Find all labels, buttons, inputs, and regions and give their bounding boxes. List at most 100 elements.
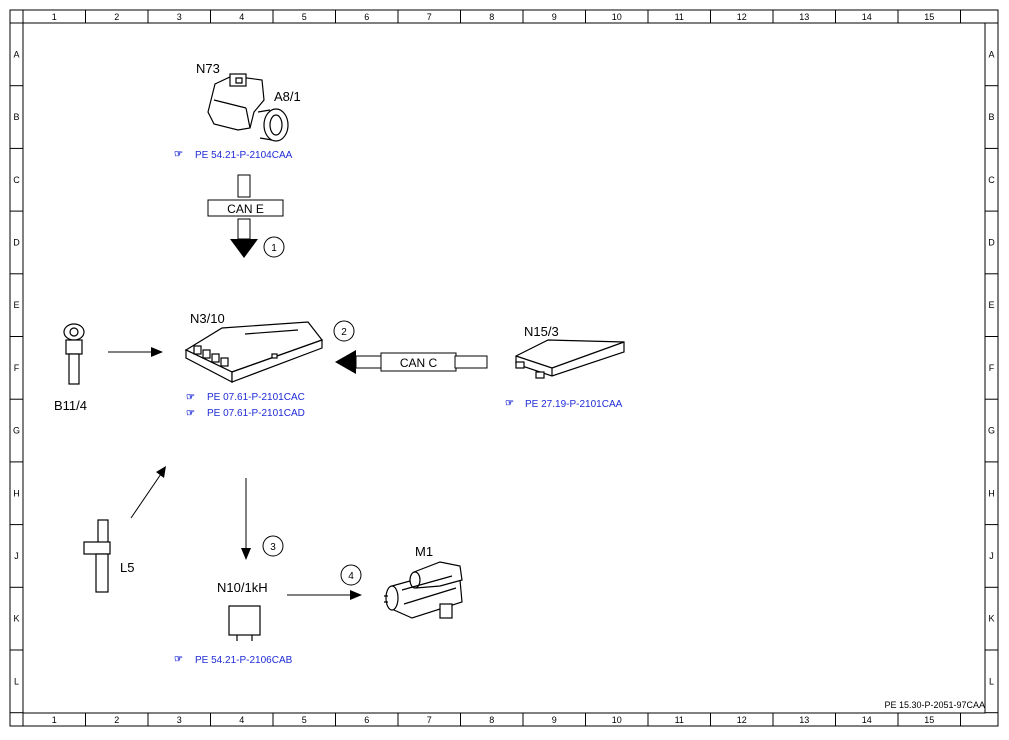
n10-1kh-ref[interactable]: PE 54.21-P-2106CAB: [195, 655, 293, 666]
starter-m1: M1: [384, 544, 463, 619]
can-e-arrow-icon: [230, 239, 258, 258]
step-3-label: 3: [270, 542, 276, 553]
row-letter: D: [13, 237, 20, 247]
can-e-line-lower: [237, 218, 251, 240]
l5-label: L5: [120, 560, 134, 575]
n15-3-label: N15/3: [524, 324, 559, 339]
column-number: 14: [862, 12, 872, 22]
column-number: 1: [52, 715, 57, 725]
column-number: 2: [114, 12, 119, 22]
step-4-label: 4: [348, 571, 354, 582]
row-letter: C: [13, 175, 20, 185]
row-letter: D: [988, 237, 995, 247]
column-number: 2: [114, 715, 119, 725]
step-4-circle: [340, 564, 362, 586]
column-number: 5: [302, 12, 307, 22]
column-number: 13: [799, 715, 809, 725]
row-letter: G: [988, 426, 995, 436]
ref-link-n73[interactable]: ☞ PE 54.21-P-2104CAA: [174, 149, 293, 161]
inner-frame: [22, 22, 986, 714]
column-number: 12: [737, 715, 747, 725]
column-number: 7: [427, 715, 432, 725]
row-letter: A: [988, 49, 994, 59]
column-number: 1: [52, 12, 57, 22]
row-letter: B: [13, 112, 19, 122]
can-e-line-upper: [237, 174, 251, 198]
n73-ref[interactable]: PE 54.21-P-2104CAA: [195, 150, 293, 161]
n10-1kh-label: N10/1kH: [217, 580, 268, 595]
ref-link-n15-3[interactable]: ☞ PE 27.19-P-2101CAA: [505, 398, 623, 410]
row-letter: E: [988, 300, 994, 310]
outer-frame: [9, 9, 999, 727]
row-letter: L: [14, 676, 19, 686]
can-c-arrow-icon: [335, 350, 356, 374]
step-1-circle: [263, 236, 285, 258]
can-c-bus: 2 CAN C: [333, 320, 488, 374]
column-number: 15: [924, 12, 934, 22]
hand-pointer-icon: ☞: [186, 392, 195, 403]
column-number: 13: [799, 12, 809, 22]
column-number: 9: [552, 715, 557, 725]
column-grid: 1122334455667788991010111112121313141415…: [22, 10, 961, 726]
column-number: 11: [675, 715, 684, 725]
crankshaft-sensor-icon: [83, 519, 111, 593]
n3-10-ref-2[interactable]: PE 07.61-P-2101CAD: [207, 408, 305, 419]
row-letter: H: [13, 488, 20, 498]
hand-pointer-icon: ☞: [505, 398, 514, 409]
column-number: 10: [612, 715, 622, 725]
n73-label: N73: [196, 61, 220, 76]
relay-n10-1kh: N10/1kH ☞ PE 54.21-P-2106CAB: [174, 580, 293, 666]
row-letter: J: [989, 551, 994, 561]
n3-10-ref-1[interactable]: PE 07.61-P-2101CAC: [207, 392, 305, 403]
row-letter: C: [988, 175, 995, 185]
arrow-right-icon: [151, 347, 163, 357]
step-2-label: 2: [341, 327, 347, 338]
a8-1-label: A8/1: [274, 89, 301, 104]
control-unit-n3-10: N3/10 ☞ PE 07.61-P-2101CAC ☞ PE 07.61-P-…: [184, 311, 323, 419]
hand-pointer-icon: ☞: [186, 408, 195, 419]
n3-10-label: N3/10: [190, 311, 225, 326]
row-letter: B: [988, 112, 994, 122]
step-1-label: 1: [271, 243, 277, 254]
control-unit-n15-3: N15/3 ☞ PE 27.19-P-2101CAA: [505, 324, 625, 410]
column-number: 9: [552, 12, 557, 22]
control-unit-icon: [184, 321, 323, 383]
ref-link-n10-1kh[interactable]: ☞ PE 54.21-P-2106CAB: [174, 654, 293, 666]
row-letter: K: [13, 614, 19, 624]
ref-link-n3-10-a[interactable]: ☞ PE 07.61-P-2101CAC: [186, 392, 305, 403]
can-e-bus: CAN E 1: [207, 174, 285, 258]
ignition-switch-n73: N73 A8/1 ☞ PE 54.21-P-2104CAA: [174, 61, 301, 161]
column-number: 5: [302, 715, 307, 725]
column-number: 8: [489, 715, 494, 725]
can-c-label: CAN C: [400, 356, 438, 370]
column-number: 4: [239, 12, 244, 22]
arrow-down-icon: [241, 548, 251, 560]
column-number: 15: [924, 715, 934, 725]
row-letter: H: [988, 488, 995, 498]
row-letter: J: [14, 551, 19, 561]
l5-arrow-line: [130, 473, 162, 519]
hand-pointer-icon: ☞: [174, 149, 183, 160]
m1-label: M1: [415, 544, 433, 559]
b11-4-label: B11/4: [54, 398, 87, 413]
can-c-line-right: [454, 355, 488, 369]
column-number: 3: [177, 12, 182, 22]
can-e-box: [207, 199, 284, 217]
column-number: 6: [364, 715, 369, 725]
column-number: 8: [489, 12, 494, 22]
n15-3-ref[interactable]: PE 27.19-P-2101CAA: [525, 399, 623, 410]
ref-link-n3-10-b[interactable]: ☞ PE 07.61-P-2101CAD: [186, 408, 305, 419]
sensor-b11-4: B11/4: [54, 323, 163, 413]
ignition-switch-icon: [207, 73, 289, 142]
column-number: 11: [675, 12, 684, 22]
step-3-connection: 3: [241, 478, 284, 560]
coolant-temp-sensor-icon: [63, 323, 85, 385]
row-letter: A: [13, 49, 19, 59]
can-c-line-left: [355, 355, 383, 369]
column-number: 6: [364, 12, 369, 22]
relay-icon: [228, 605, 261, 641]
step-3-circle: [262, 535, 284, 557]
column-number: 3: [177, 715, 182, 725]
